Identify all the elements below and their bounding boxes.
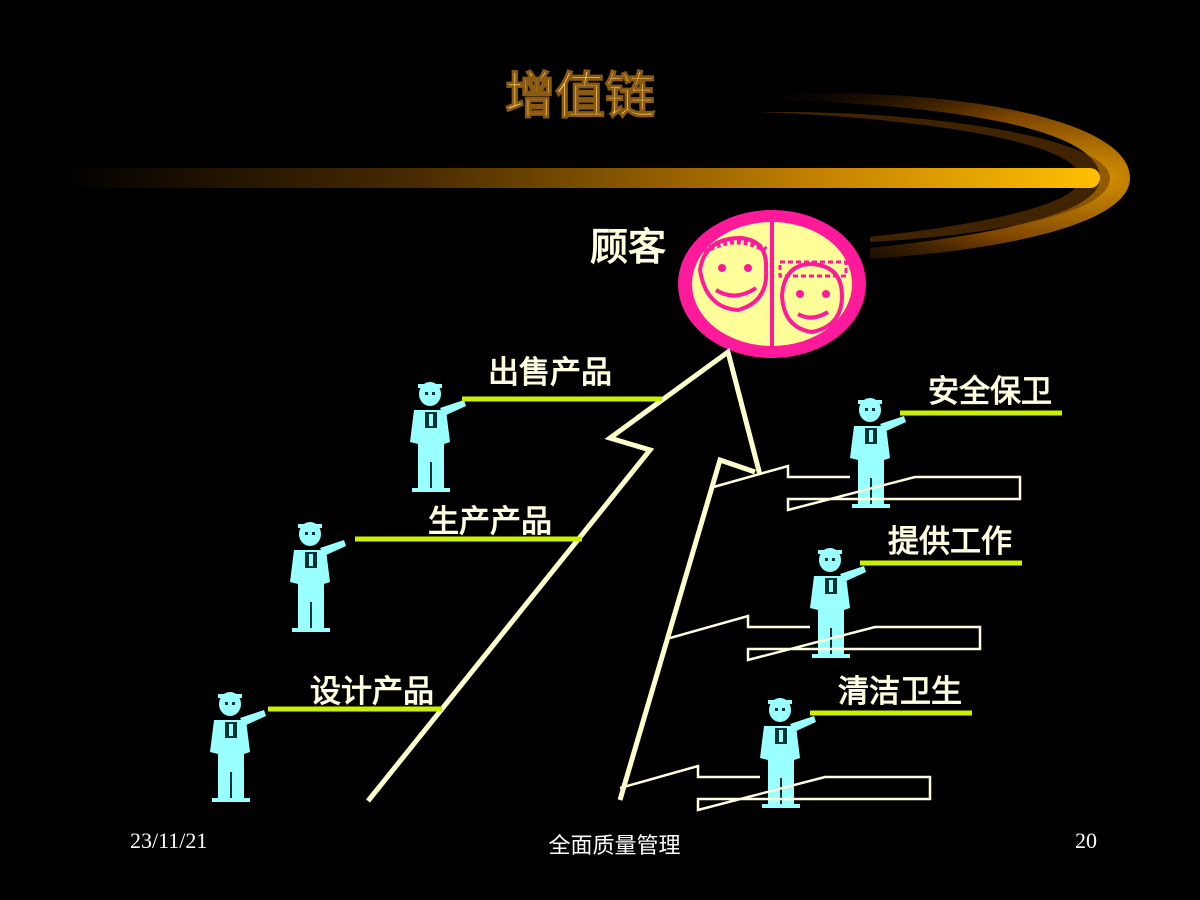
role-label-security: 安全保卫 bbox=[928, 374, 1052, 410]
page-number: 20 bbox=[1075, 828, 1097, 853]
right-chain-line bbox=[617, 456, 756, 801]
footer-date: 23/11/21 bbox=[130, 828, 208, 853]
role-label-clean: 清洁卫生 bbox=[838, 674, 962, 710]
role-label-sell: 出售产品 bbox=[488, 355, 612, 391]
feedback-arrow-security bbox=[709, 464, 1022, 512]
feedback-arrow-work bbox=[669, 614, 982, 662]
customer-label: 顾客 bbox=[590, 225, 666, 269]
person-icon-sell bbox=[410, 382, 466, 492]
slide-title: 增值链 bbox=[505, 67, 655, 125]
role-label-produce: 生产产品 bbox=[428, 504, 552, 540]
footer-title: 全面质量管理 bbox=[548, 833, 681, 858]
left-chain-line bbox=[366, 347, 763, 803]
role-label-design: 设计产品 bbox=[310, 674, 434, 710]
person-icon-design bbox=[210, 692, 266, 802]
customer-face-icon bbox=[678, 210, 870, 358]
role-label-work: 提供工作 bbox=[888, 524, 1012, 560]
person-icon-produce bbox=[290, 522, 346, 632]
title-swoosh bbox=[60, 92, 1130, 263]
feedback-arrow-clean bbox=[619, 764, 932, 812]
